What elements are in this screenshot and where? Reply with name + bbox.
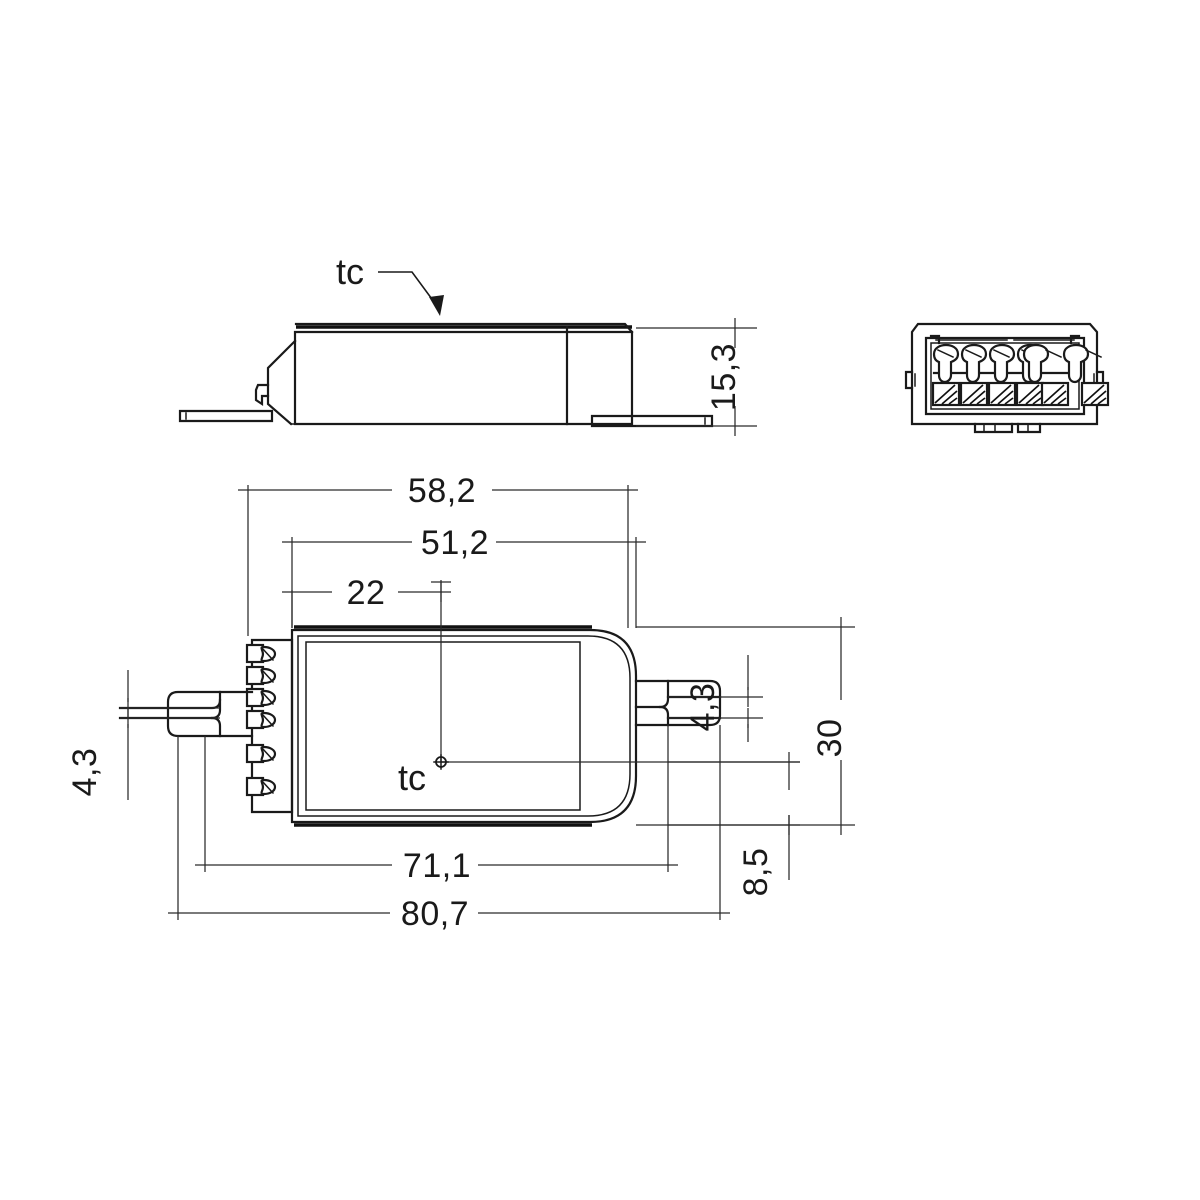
wire-entry-5: [1040, 381, 1070, 407]
end-view-corner-notch-l: [929, 334, 941, 345]
end-view-inner-frame-2: [930, 342, 1080, 410]
dimension-71-1-text: 71,1: [403, 847, 471, 885]
dimension-22: 22: [282, 574, 451, 628]
side-tc-label: tc: [336, 251, 364, 292]
top-plan-view: tc 58,2 51,2 2: [66, 472, 855, 933]
end-view-latch-left: [904, 370, 914, 390]
top-terminal-screw-6: [245, 776, 277, 797]
end-view-terminal-screw-3: [988, 343, 1016, 384]
dimension-4-3-left-text: 4,3: [66, 748, 104, 797]
wire-entry-3: [987, 381, 1017, 407]
end-view-inner-frame: [924, 336, 1086, 416]
top-terminal-screw-2: [245, 665, 277, 686]
wire-entry-6: [1080, 381, 1110, 407]
side-terminal-housing-end: [254, 339, 297, 426]
dimension-8-5-text: 8,5: [737, 848, 775, 897]
dimension-4-3-right-text: 4,3: [684, 683, 722, 732]
side-elevation-view: tc 15,3: [178, 251, 757, 436]
end-view-wire-entries: [931, 381, 1110, 407]
dimension-4-3-right: 4,3: [668, 655, 763, 742]
top-body-cavity: [305, 641, 581, 811]
dimension-80-7-text: 80,7: [401, 895, 469, 933]
dimension-58-2-text: 58,2: [408, 472, 476, 510]
top-terminal-screw-1: [245, 643, 277, 664]
dimension-51-2: 51,2: [282, 524, 646, 628]
top-terminal-screw-3: [245, 687, 277, 708]
dimension-51-2-text: 51,2: [421, 524, 489, 562]
end-view-corner-notch-r: [1069, 334, 1081, 345]
dimension-80-7: 80,7: [168, 725, 730, 933]
end-view-outer-shell: [910, 322, 1099, 426]
end-view-terminal-screw-5: [1022, 343, 1062, 384]
top-body-inner-outline: [297, 635, 631, 817]
dimension-30-text: 30: [811, 719, 849, 758]
dimension-58-2: 58,2: [238, 472, 638, 636]
dimension-15-3: 15,3: [636, 318, 757, 436]
top-tc-label: tc: [398, 757, 426, 798]
wire-entry-1: [931, 381, 961, 407]
side-tc-leader: [378, 271, 444, 316]
end-view-terminal-screw-6: [1062, 343, 1102, 384]
wire-entry-4: [1015, 381, 1045, 407]
end-view-bottom-tab-1: [973, 422, 1014, 434]
side-tc-arrowhead: [429, 295, 444, 316]
top-terminal-screw-4: [245, 709, 277, 730]
side-left-mounting-flange: [178, 409, 274, 423]
terminal-end-view: [904, 322, 1110, 434]
top-terminal-screws: [245, 643, 277, 797]
end-view-terminal-screw-1: [932, 343, 960, 384]
end-view-terminal-screw-2: [960, 343, 988, 384]
wire-entry-2: [959, 381, 989, 407]
end-view-bottom-tab-2: [1016, 422, 1042, 434]
dimension-22-text: 22: [347, 574, 386, 612]
top-terminal-screw-5: [245, 743, 277, 764]
dimension-4-3-left: 4,3: [66, 670, 220, 800]
dimension-71-1: 71,1: [195, 725, 678, 885]
dimension-15-3-text: 15,3: [705, 343, 743, 411]
dimension-8-5: 8,5: [668, 752, 800, 896]
top-body-outer-outline: [290, 628, 638, 824]
